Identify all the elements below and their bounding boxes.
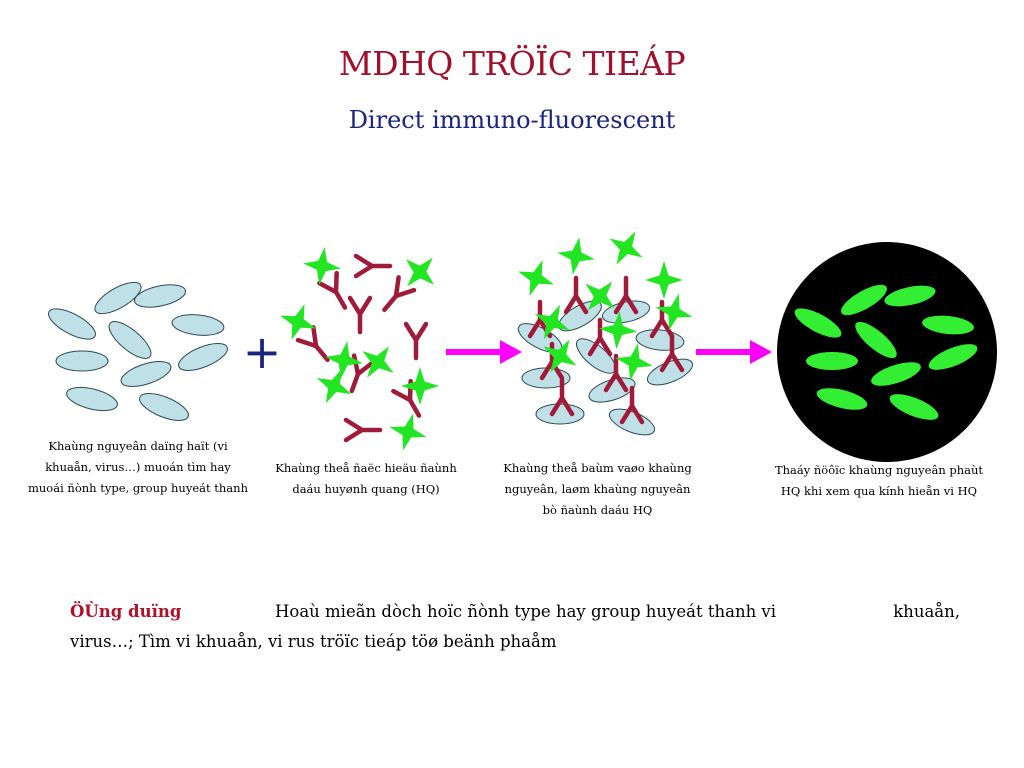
caption-observation: Thaáy ñöôïc khaùng nguyeân phaùt HQ khi … <box>774 463 984 498</box>
fluorescent-bacterium <box>928 344 978 370</box>
bacterium <box>635 329 685 351</box>
bacterium <box>171 314 225 336</box>
antibody <box>319 273 353 312</box>
caption-antigens: Khaùng nguyeân daïng haït (vi khuaån, vi… <box>28 439 248 495</box>
antibody <box>377 277 414 316</box>
bacterium <box>133 284 187 308</box>
arrow-1 <box>446 340 522 364</box>
antibody <box>298 327 335 366</box>
bacterium <box>139 393 189 421</box>
bacterium <box>94 281 142 315</box>
caption-binding: Khaùng theå baùm vaøo khaùng nguyeân, la… <box>503 461 692 517</box>
bacterium <box>55 350 109 372</box>
bacterium <box>108 321 152 359</box>
antibody <box>406 324 426 358</box>
fluor-marker <box>645 261 683 299</box>
fluorescent-bacterium <box>871 362 921 386</box>
bacterium <box>66 386 118 412</box>
page-subtitle: Direct immuno-fluorescent <box>348 106 676 134</box>
application-label: ÖÙng duïng <box>70 602 182 621</box>
fluorescent-bacterium <box>922 315 974 335</box>
fluor-marker <box>384 408 432 456</box>
caption-labeled-antibodies: Khaùng theå ñaëc hieäu ñaùnh daáu huyønh… <box>275 461 457 496</box>
antigen-particles <box>48 281 228 421</box>
application-line-2: virus…; Tìm vi khuaån, vi rus tröïc tieá… <box>70 632 557 651</box>
fluorescent-bacterium <box>816 388 868 410</box>
fluor-marker <box>600 222 652 274</box>
fluorescent-bacterium <box>806 352 858 370</box>
application-text-part1: Hoaù mieãn dòch hoïc ñònh type hay group… <box>275 602 777 621</box>
microscope-field <box>777 242 997 462</box>
antibody <box>350 298 370 332</box>
fluorescent-bacterium <box>794 308 842 338</box>
fluor-marker <box>393 245 447 299</box>
bacterium <box>48 308 96 340</box>
labeled-antibodies <box>273 244 447 456</box>
bacterium <box>178 343 228 371</box>
antibody <box>356 256 390 276</box>
application-text-part2: khuaån, <box>893 602 960 621</box>
bacterium <box>535 403 585 425</box>
antibody-antigen-complex <box>511 222 698 436</box>
antibody <box>346 420 380 440</box>
application-line-1: ÖÙng duïng Hoaù mieãn dòch hoïc ñònh typ… <box>70 602 960 621</box>
fluorescent-bacterium <box>884 285 936 307</box>
fluorescent-bacterium <box>841 284 887 316</box>
fluorescent-bacterium <box>889 394 939 420</box>
arrow-2 <box>696 340 772 364</box>
fluor-marker <box>553 233 599 279</box>
fluorescent-bacterium <box>855 321 897 359</box>
bacterium <box>576 338 616 374</box>
page-title: MDHQ TRÖÏC TIEÁP <box>338 44 686 83</box>
plus-sign: + <box>243 325 282 379</box>
fluor-marker <box>511 253 561 303</box>
bacterium <box>120 361 172 387</box>
